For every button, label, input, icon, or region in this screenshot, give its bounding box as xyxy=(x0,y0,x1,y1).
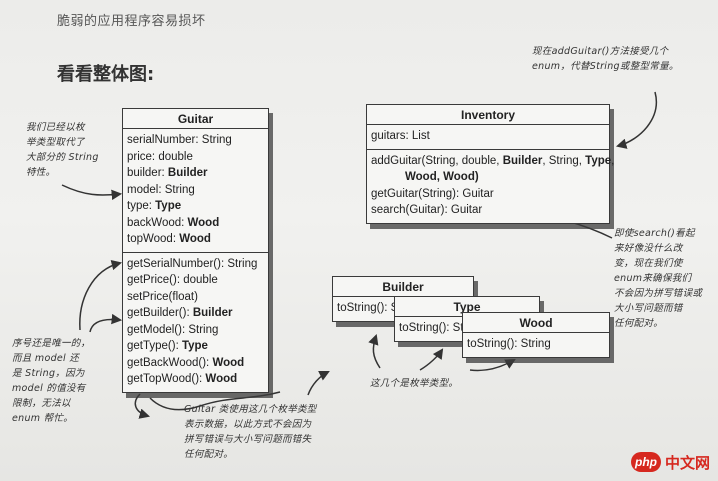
arrow-bottom-center xyxy=(149,391,281,411)
guitar-method: getPrice(): double xyxy=(127,274,218,286)
arrow-left-bottom-1 xyxy=(79,259,123,331)
guitar-method: getTopWood(): Wood xyxy=(127,373,238,385)
arrow-enum-1 xyxy=(368,334,381,369)
arrow-enum-3 xyxy=(469,358,516,372)
note-bottom-center: Guitar 类使用这几个枚举类型 表示数据，以此方式不会因为 拼写错误与大小写… xyxy=(184,404,317,460)
guitar-attribute: builder: Builder xyxy=(127,167,208,179)
guitar-attribute: topWood: Wood xyxy=(127,233,211,245)
section-title: 看看整体图: xyxy=(57,64,155,85)
inventory-add-guitar-line1: addGuitar(String, double, Builder, Strin… xyxy=(371,154,615,167)
arrow-to-guitar-bottom xyxy=(307,371,330,396)
note-left-top: 我们已经以枚 举类型取代了 大部分的 String 特性。 xyxy=(26,122,99,178)
inventory-get-guitar: getGuitar(String): Guitar xyxy=(371,187,494,200)
note-enum-label: 这几个是枚举类型。 xyxy=(370,378,459,389)
note-right: 即使search()看起 来好像没什么改 变，现在我们使 enum来确保我们 不… xyxy=(614,228,703,329)
guitar-class: Guitar serialNumber: String price: double… xyxy=(122,108,269,393)
watermark: php 中文网 xyxy=(630,449,710,475)
guitar-method: getBackWood(): Wood xyxy=(127,356,245,369)
guitar-methods: getSerialNumber(): String getPrice(): dou… xyxy=(123,253,268,392)
watermark-text: 中文网 xyxy=(664,453,710,472)
inventory-attribute: guitars: List xyxy=(371,130,430,142)
inventory-attributes: guitars: List xyxy=(367,125,609,150)
arrow-left-bottom-2 xyxy=(89,313,123,333)
inventory-add-guitar-line2: Wood, Wood) xyxy=(405,171,479,183)
guitar-class-name: Guitar xyxy=(123,109,268,129)
guitar-attribute: price: double xyxy=(127,150,193,163)
builder-enum-name: Builder xyxy=(333,277,473,297)
guitar-attribute: model: String xyxy=(127,183,195,196)
arrow-left-top xyxy=(61,184,123,201)
running-head: 脆弱的应用程序容易损坏 xyxy=(57,14,206,29)
arrow-top-right xyxy=(615,91,658,149)
inventory-class: Inventory guitars: List addGuitar(String… xyxy=(366,104,615,224)
guitar-method: setPrice(float) xyxy=(127,290,198,303)
arrow-bottom-center-2 xyxy=(134,393,151,419)
inventory-class-name: Inventory xyxy=(367,105,609,125)
wood-enum-name: Wood xyxy=(463,313,609,333)
wood-enum: Wood toString(): String xyxy=(462,312,610,358)
guitar-attribute: backWood: Wood xyxy=(127,216,220,229)
note-top-right: 现在addGuitar()方法接受几个 enum，代替String或整型常量。 xyxy=(532,46,679,72)
arrow-enum-2 xyxy=(419,348,444,371)
guitar-method: getModel(): String xyxy=(127,323,219,336)
guitar-attribute: type: Type xyxy=(127,200,182,212)
guitar-method: getType(): Type xyxy=(127,340,208,352)
inventory-search: search(Guitar): Guitar xyxy=(371,204,483,216)
watermark-badge: php xyxy=(630,452,661,472)
guitar-attributes: serialNumber: String price: double builder… xyxy=(123,129,268,253)
inventory-methods: addGuitar(String, double, Builder, Strin… xyxy=(367,150,615,223)
guitar-attribute: serialNumber: String xyxy=(127,134,232,146)
note-left-bottom: 序号还是唯一的， 而且 model 还 是 String，因为 model 的值… xyxy=(12,338,91,424)
wood-tostring: toString(): String xyxy=(467,338,551,350)
type-tostring: toString(): String xyxy=(399,322,483,334)
guitar-method: getSerialNumber(): String xyxy=(127,257,258,270)
guitar-method: getBuilder(): Builder xyxy=(127,307,233,319)
